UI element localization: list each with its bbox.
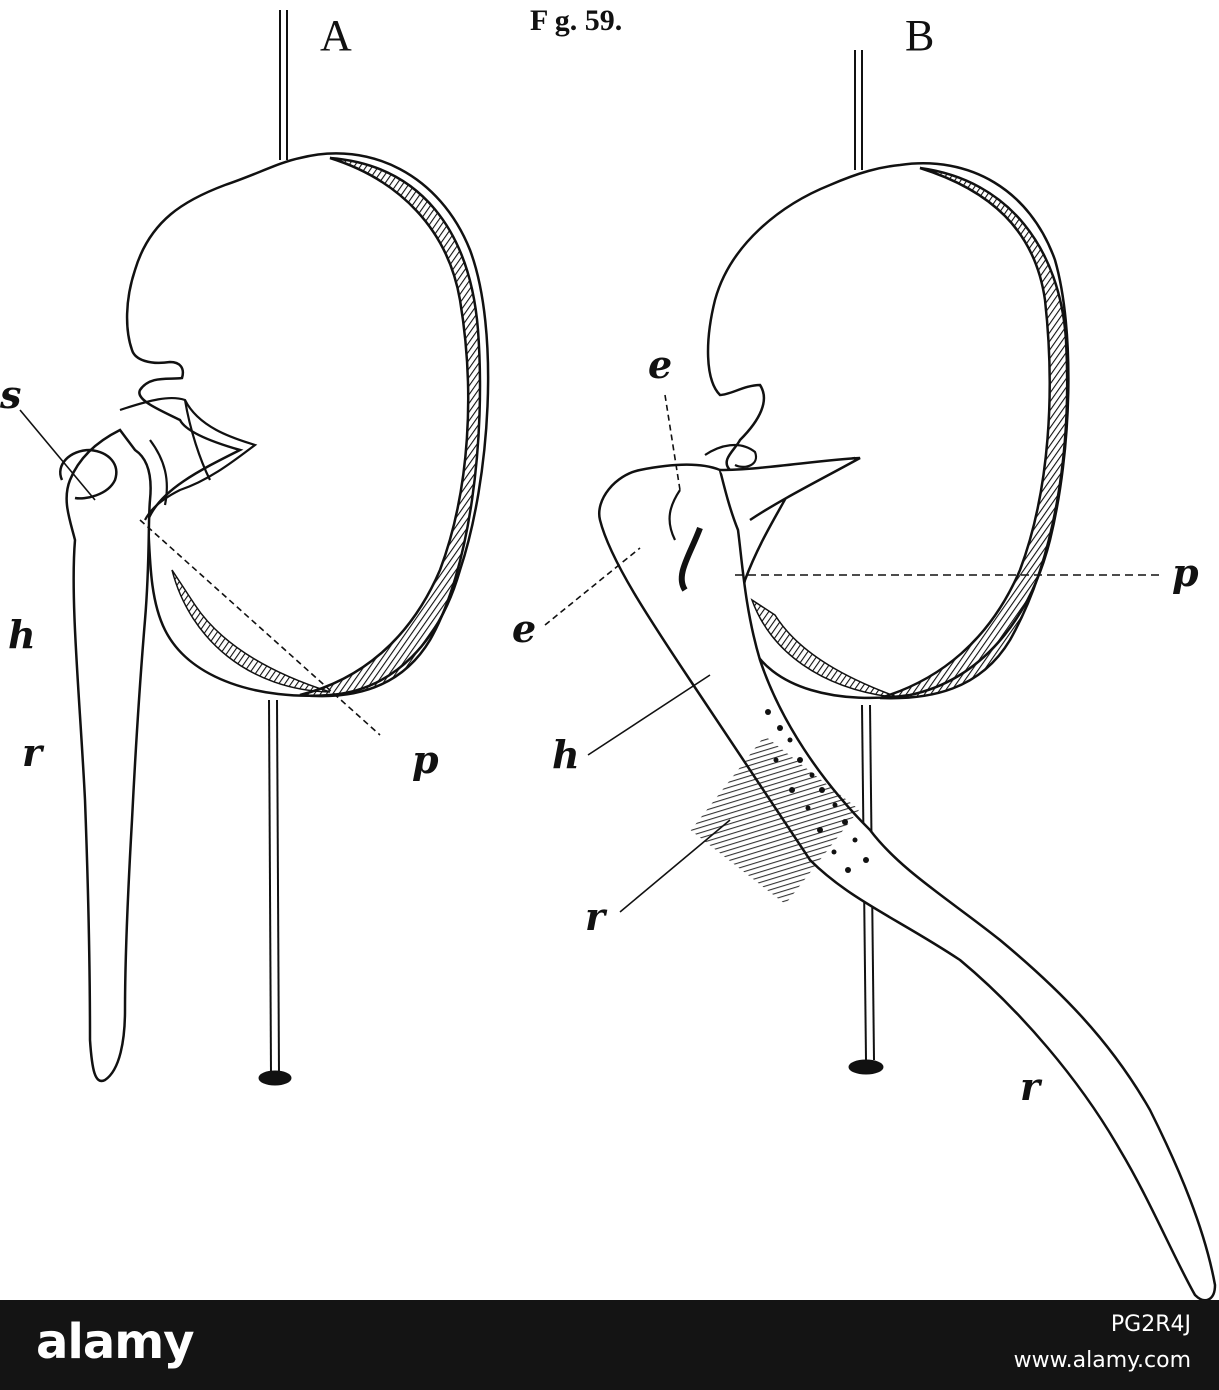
image-id: PG2R4J: [1110, 1312, 1191, 1337]
label-e-top: e: [648, 342, 672, 387]
label-p-b: p: [1172, 550, 1199, 595]
site-url: www.alamy.com: [1013, 1348, 1191, 1373]
pin-a: [258, 10, 292, 1086]
panel-a: s h r p: [0, 10, 490, 1086]
panel-b: e e p h r r: [512, 50, 1217, 1300]
botanical-figure: F g. 59. A B: [0, 4, 1217, 1300]
seed-b: [706, 162, 1070, 700]
panel-label-b: B: [905, 11, 934, 60]
leaders-b: [544, 394, 1160, 913]
panel-label-a: A: [320, 11, 352, 60]
label-h-b: h: [552, 732, 580, 777]
label-r-b-right: r: [1020, 1064, 1043, 1109]
plumule-b: [668, 443, 758, 592]
label-e-left: e: [512, 606, 536, 651]
seedling-a: [59, 428, 152, 1083]
leaders-a: [19, 409, 381, 736]
watermark-bar: alamy PG2R4J www.alamy.com: [0, 1300, 1219, 1390]
label-p-a: p: [412, 737, 439, 782]
brand-logo: alamy: [36, 1314, 195, 1370]
seedling-b: [597, 456, 1217, 1300]
label-s: s: [0, 372, 21, 417]
seed-a: [125, 152, 490, 698]
label-r-b-left: r: [585, 894, 608, 939]
pin-b: [848, 50, 884, 1075]
plumule-a: [119, 396, 258, 521]
label-h-a: h: [8, 612, 36, 657]
figure-caption: F g. 59.: [530, 4, 622, 37]
label-r-a: r: [22, 730, 45, 775]
